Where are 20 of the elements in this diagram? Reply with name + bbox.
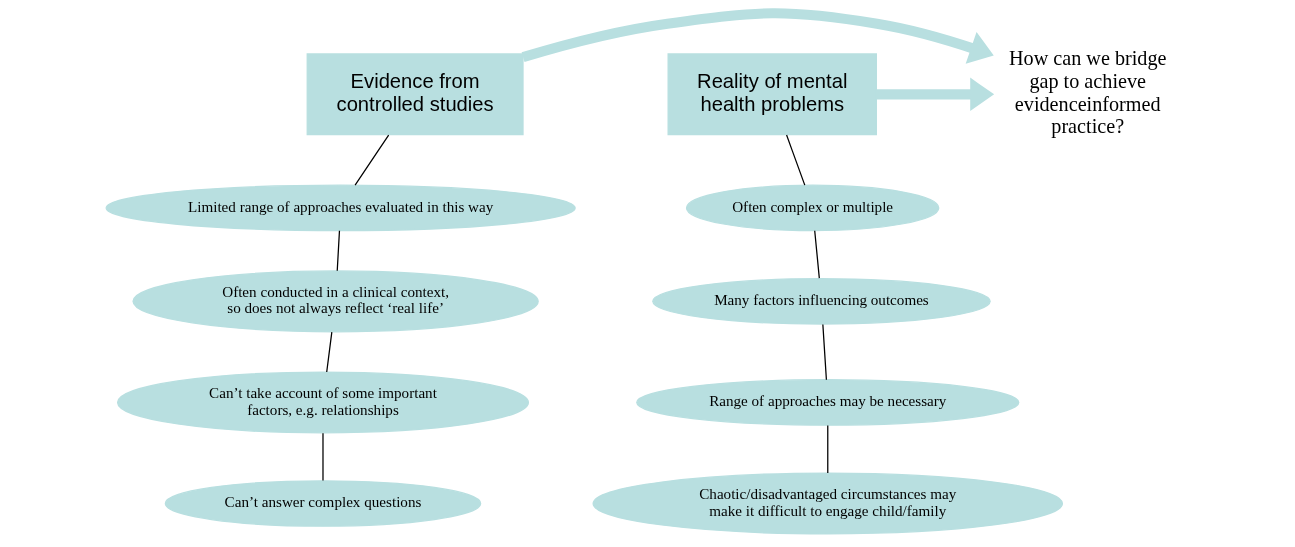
connector — [325, 331, 332, 373]
arrow — [875, 77, 994, 112]
connector — [826, 424, 828, 474]
connector — [813, 230, 820, 279]
node-ellipse: Range of approaches may be necessary — [635, 379, 1019, 426]
arrow — [521, 8, 994, 64]
node-box: Evidence from controlled studies — [306, 53, 524, 136]
connector — [785, 134, 805, 186]
node-ellipse: Often conducted in a clinical context, so does not always reflect ‘real life’ — [131, 270, 539, 333]
connector — [821, 323, 827, 381]
node-ellipse: Can’t take account of some important factors, e.g. relationships — [116, 371, 529, 434]
connector — [336, 230, 340, 272]
node-ellipse: Can’t answer complex questions — [164, 480, 481, 527]
node-ellipse: Limited range of approaches evaluated in this way — [105, 184, 576, 232]
node-ellipse: Chaotic/disadvantaged circumstances may make it difficult to engage child/family — [592, 472, 1063, 535]
node-ellipse: Many factors influencing outcomes — [651, 278, 991, 325]
node-box: Reality of mental health problems — [667, 53, 877, 136]
connector — [354, 134, 389, 186]
node-ellipse: Often complex or multiple — [685, 184, 939, 232]
node-text: How can we bridge gap to achieve evidenceinformed practice? — [1008, 47, 1166, 138]
